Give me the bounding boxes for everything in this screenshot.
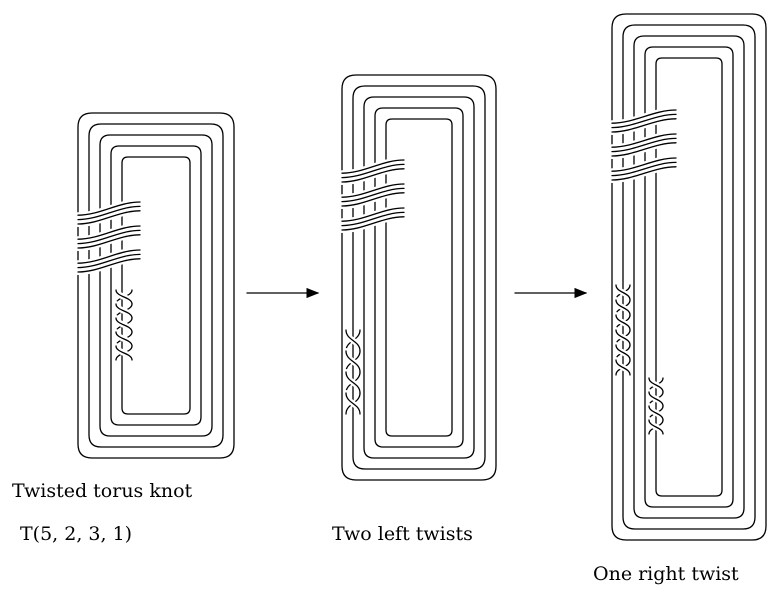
panel-1-caption-line-1: Twisted torus knot: [12, 480, 193, 502]
clasp-strand: [648, 377, 664, 393]
knot-panel-one-right-twist: [609, 13, 767, 541]
twist-strand: [341, 159, 405, 174]
twist-strand: [341, 183, 405, 198]
strand-loop: [121, 156, 191, 415]
clasp-strand: [648, 405, 664, 421]
twist-strand: [611, 157, 677, 172]
clasp-strand: [648, 391, 664, 407]
clasp-strand: [115, 317, 133, 333]
twist-strand: [77, 210, 141, 225]
twist-strand: [77, 253, 141, 269]
strand-loop: [77, 112, 235, 459]
twist-strand: [611, 142, 677, 157]
strand-loop: [611, 13, 767, 541]
strand-loop: [385, 118, 453, 437]
strand-loop: [633, 35, 745, 519]
strand-loop: [341, 74, 497, 481]
strand-loop: [352, 85, 486, 470]
twist-strand: [77, 225, 141, 240]
clasp-strand: [615, 344, 631, 361]
clasp-strand: [345, 371, 361, 394]
twist-strand: [611, 166, 677, 181]
clasp-strand: [345, 392, 361, 415]
clasp-strand: [615, 359, 631, 376]
clasp-strand: [615, 299, 631, 316]
knot-panel-two-left-twists: [339, 74, 497, 481]
twist-strand: [77, 258, 141, 273]
clasp-strand: [115, 331, 133, 347]
panel-3-caption: One right twist: [593, 563, 739, 585]
clasp-strand: [345, 329, 361, 352]
twist-strand: [77, 201, 141, 216]
clasp-strand: [115, 303, 133, 319]
strand-loop: [110, 145, 202, 426]
twist-strand: [611, 137, 677, 153]
clasp-strand: [115, 345, 133, 361]
strand-loop: [622, 24, 756, 530]
clasp-strand: [615, 329, 631, 346]
twist-strand: [341, 207, 405, 222]
clasp-strand: [648, 419, 664, 435]
twist-strand: [611, 109, 677, 124]
strand-loop: [655, 57, 723, 497]
clasp-strand: [345, 350, 361, 373]
twist-strand: [341, 192, 405, 207]
twist-strand: [341, 187, 405, 203]
strand-loop: [374, 107, 464, 448]
twist-strand: [341, 216, 405, 231]
twist-strand: [611, 118, 677, 133]
twist-strand: [77, 249, 141, 264]
panel-1-caption-line-2: T(5, 2, 3, 1): [20, 523, 133, 545]
twist-strand: [77, 229, 141, 245]
panel-2-caption: Two left twists: [332, 523, 473, 545]
clasp-strand: [615, 314, 631, 331]
twist-strand: [611, 113, 677, 129]
clasp-strand: [615, 284, 631, 301]
clasp-strand: [115, 289, 133, 305]
twist-strand: [341, 168, 405, 183]
twist-strand: [77, 205, 141, 221]
strand-loop: [644, 46, 734, 508]
strand-loop: [363, 96, 475, 459]
twist-strand: [611, 133, 677, 148]
twist-strand: [77, 234, 141, 249]
twist-strand: [611, 161, 677, 177]
twist-strand: [341, 163, 405, 179]
knot-panel-twisted-torus-knot: [75, 112, 235, 459]
twist-strand: [341, 211, 405, 227]
strand-loop: [99, 134, 213, 437]
strand-loop: [88, 123, 224, 448]
